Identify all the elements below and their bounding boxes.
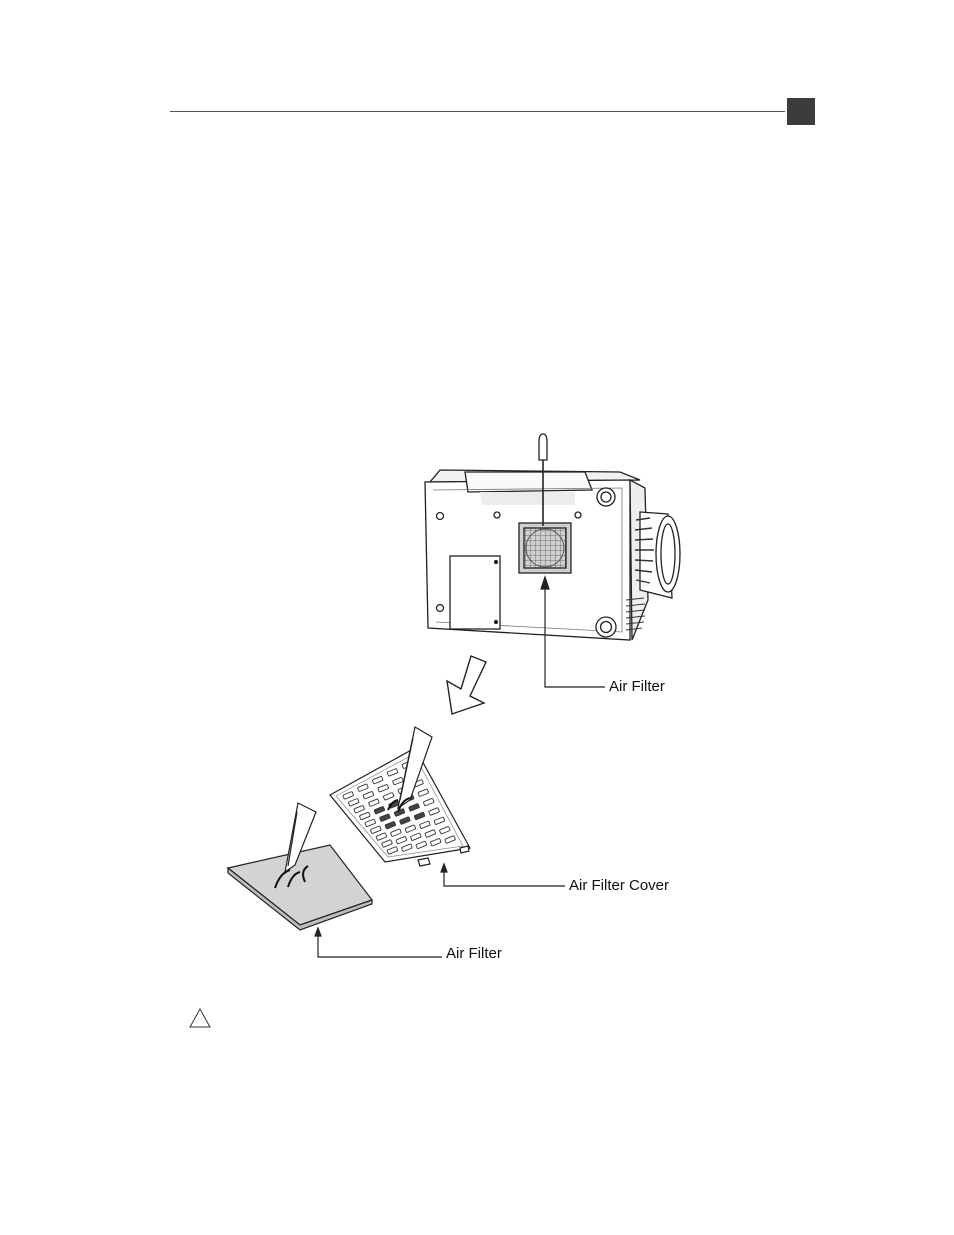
air-filter-cover-leader [441, 864, 565, 886]
projector-body [425, 470, 680, 640]
air-filter-sheet [228, 845, 372, 930]
downward-arrow-icon [447, 656, 486, 714]
air-filter-bottom-leader [315, 928, 442, 957]
air-filter-label-bottom: Air Filter [446, 945, 502, 962]
warning-triangle-icon [189, 1008, 211, 1033]
air-filter-label-top: Air Filter [609, 678, 665, 695]
air-filter-cover-label: Air Filter Cover [569, 877, 669, 894]
